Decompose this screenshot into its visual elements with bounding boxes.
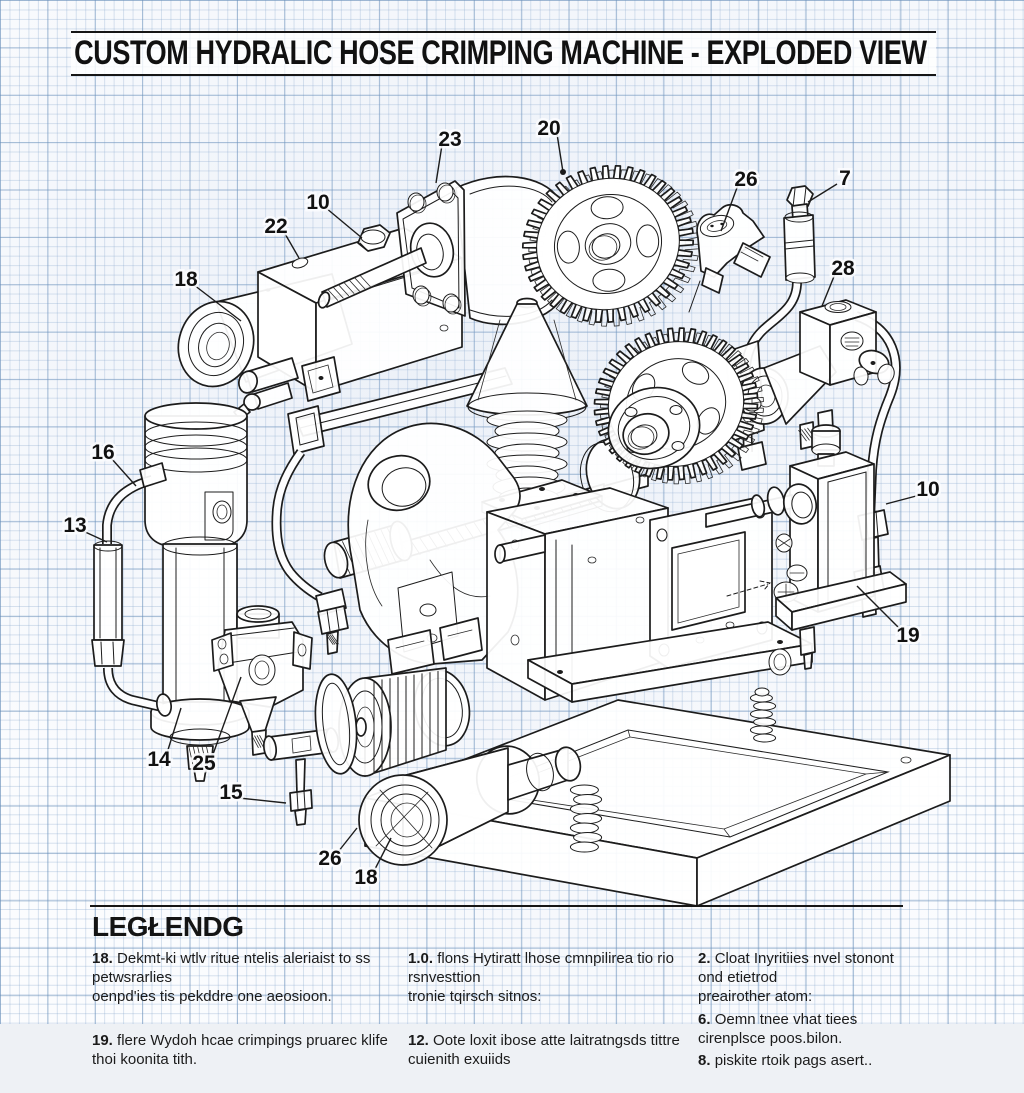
callout-15: 15: [219, 781, 286, 804]
callout-number: 13: [63, 514, 86, 537]
callout-22: 22: [264, 215, 299, 258]
legend-item-number: 18.: [92, 950, 117, 967]
legend-item: 2. Cloat Inyritiies nvel stonont ond eti…: [698, 949, 918, 1007]
callout-26: 26: [318, 828, 357, 870]
callout-10: 10: [306, 191, 362, 238]
title-block: CUSTOM HYDRALIC HOSE CRIMPING MACHINE - …: [71, 31, 936, 76]
legend: LEGŁENDG 18. Dekmt-ki wtlv ritue ntelis …: [90, 905, 920, 949]
legend-item: 12. Oote loxit ibose atte laitratngsds t…: [408, 1031, 690, 1069]
legend-column-1: 18. Dekmt-ki wtlv ritue ntelis aleriaist…: [92, 949, 397, 1093]
callout-number: 18: [174, 268, 198, 291]
legend-item-number: 1.0.: [408, 950, 437, 967]
legend-heading: LEGŁENDG: [92, 911, 920, 943]
callout-number: 10: [306, 191, 329, 214]
callout-number: 22: [264, 215, 287, 238]
legend-item: 18. Dekmt-ki wtlv ritue ntelis aleriaist…: [92, 949, 397, 1007]
callout-7: 7: [808, 167, 851, 202]
callout-28: 28: [822, 257, 855, 306]
callout-number: 19: [896, 624, 919, 647]
callout-number: 26: [318, 847, 341, 870]
part-clamp-26: [689, 205, 770, 312]
callout-number: 23: [438, 128, 461, 151]
legend-item: 8. piskite rtoik pags asert..: [698, 1051, 918, 1070]
part-piston-cylinder: [92, 403, 249, 781]
callout-number: 10: [916, 478, 939, 501]
callout-number: 18: [354, 866, 378, 889]
callout-23: 23: [436, 128, 462, 183]
legend-item-number: 6.: [698, 1011, 715, 1028]
legend-item: 19. flere Wydoh hcae crimpings pruarec k…: [92, 1031, 397, 1069]
callout-10: 10: [886, 478, 940, 504]
part-motor-bottom: [311, 666, 475, 776]
callout-16: 16: [91, 441, 136, 486]
legend-item-number: 19.: [92, 1032, 117, 1049]
legend-column-3: 2. Cloat Inyritiies nvel stonont ond eti…: [698, 949, 918, 1073]
legend-item: 1.0. flons Hytiratt lhose cmnpilirea tio…: [408, 949, 690, 1007]
callout-number: 16: [91, 441, 114, 464]
legend-item-number: 2.: [698, 950, 715, 967]
callout-number: 20: [537, 117, 560, 140]
callout-number: 25: [192, 752, 216, 775]
drawing-title: CUSTOM HYDRALIC HOSE CRIMPING MACHINE - …: [71, 34, 927, 73]
legend-item: 6. Oemn tnee vhat tiees cirenplsce poos.…: [698, 1010, 918, 1048]
legend-item-number: 8.: [698, 1052, 715, 1069]
legend-item-number: 12.: [408, 1032, 433, 1049]
legend-rule: [90, 905, 903, 907]
callout-number: 7: [839, 167, 851, 190]
callout-number: 15: [219, 781, 243, 804]
callout-13: 13: [63, 514, 107, 542]
callout-number: 14: [147, 748, 171, 771]
callout-20: 20: [537, 117, 566, 175]
callout-number: 26: [734, 168, 757, 191]
part-press-housing: [487, 488, 812, 702]
callout-number: 28: [831, 257, 855, 280]
legend-column-2: 1.0. flons Hytiratt lhose cmnpilirea tio…: [408, 949, 690, 1093]
